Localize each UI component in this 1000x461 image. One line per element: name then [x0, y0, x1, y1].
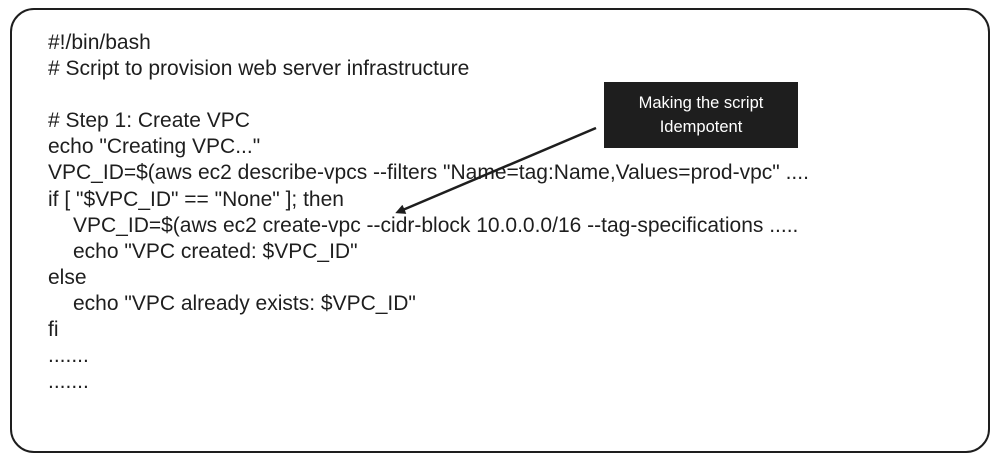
- code-frame: [10, 8, 990, 453]
- code-line: else: [48, 265, 87, 289]
- code-line: echo "VPC already exists: $VPC_ID": [73, 291, 416, 315]
- code-line: #!/bin/bash: [48, 31, 151, 54]
- code-line: VPC_ID=$(aws ec2 create-vpc --cidr-block…: [73, 213, 799, 237]
- code-line: # Script to provision web server infrast…: [48, 57, 470, 81]
- code-line: VPC_ID=$(aws ec2 describe-vpcs --filters…: [48, 161, 809, 185]
- callout-line-2: Idempotent: [659, 118, 743, 136]
- code-line: fi: [48, 318, 59, 342]
- code-line: .......: [48, 344, 89, 368]
- callout-line-1: Making the script: [638, 94, 764, 112]
- code-line: echo "VPC created: $VPC_ID": [73, 239, 358, 263]
- code-line: # Step 1: Create VPC: [48, 109, 250, 133]
- idempotent-callout: Making the script Idempotent: [604, 82, 798, 148]
- arrow-line: [395, 126, 597, 214]
- code-line: .......: [48, 370, 89, 394]
- bash-script-code: #!/bin/bash # Script to provision web ser…: [48, 30, 809, 395]
- code-line: if [ "$VPC_ID" == "None" ]; then: [48, 187, 344, 211]
- code-line: echo "Creating VPC...": [48, 135, 261, 159]
